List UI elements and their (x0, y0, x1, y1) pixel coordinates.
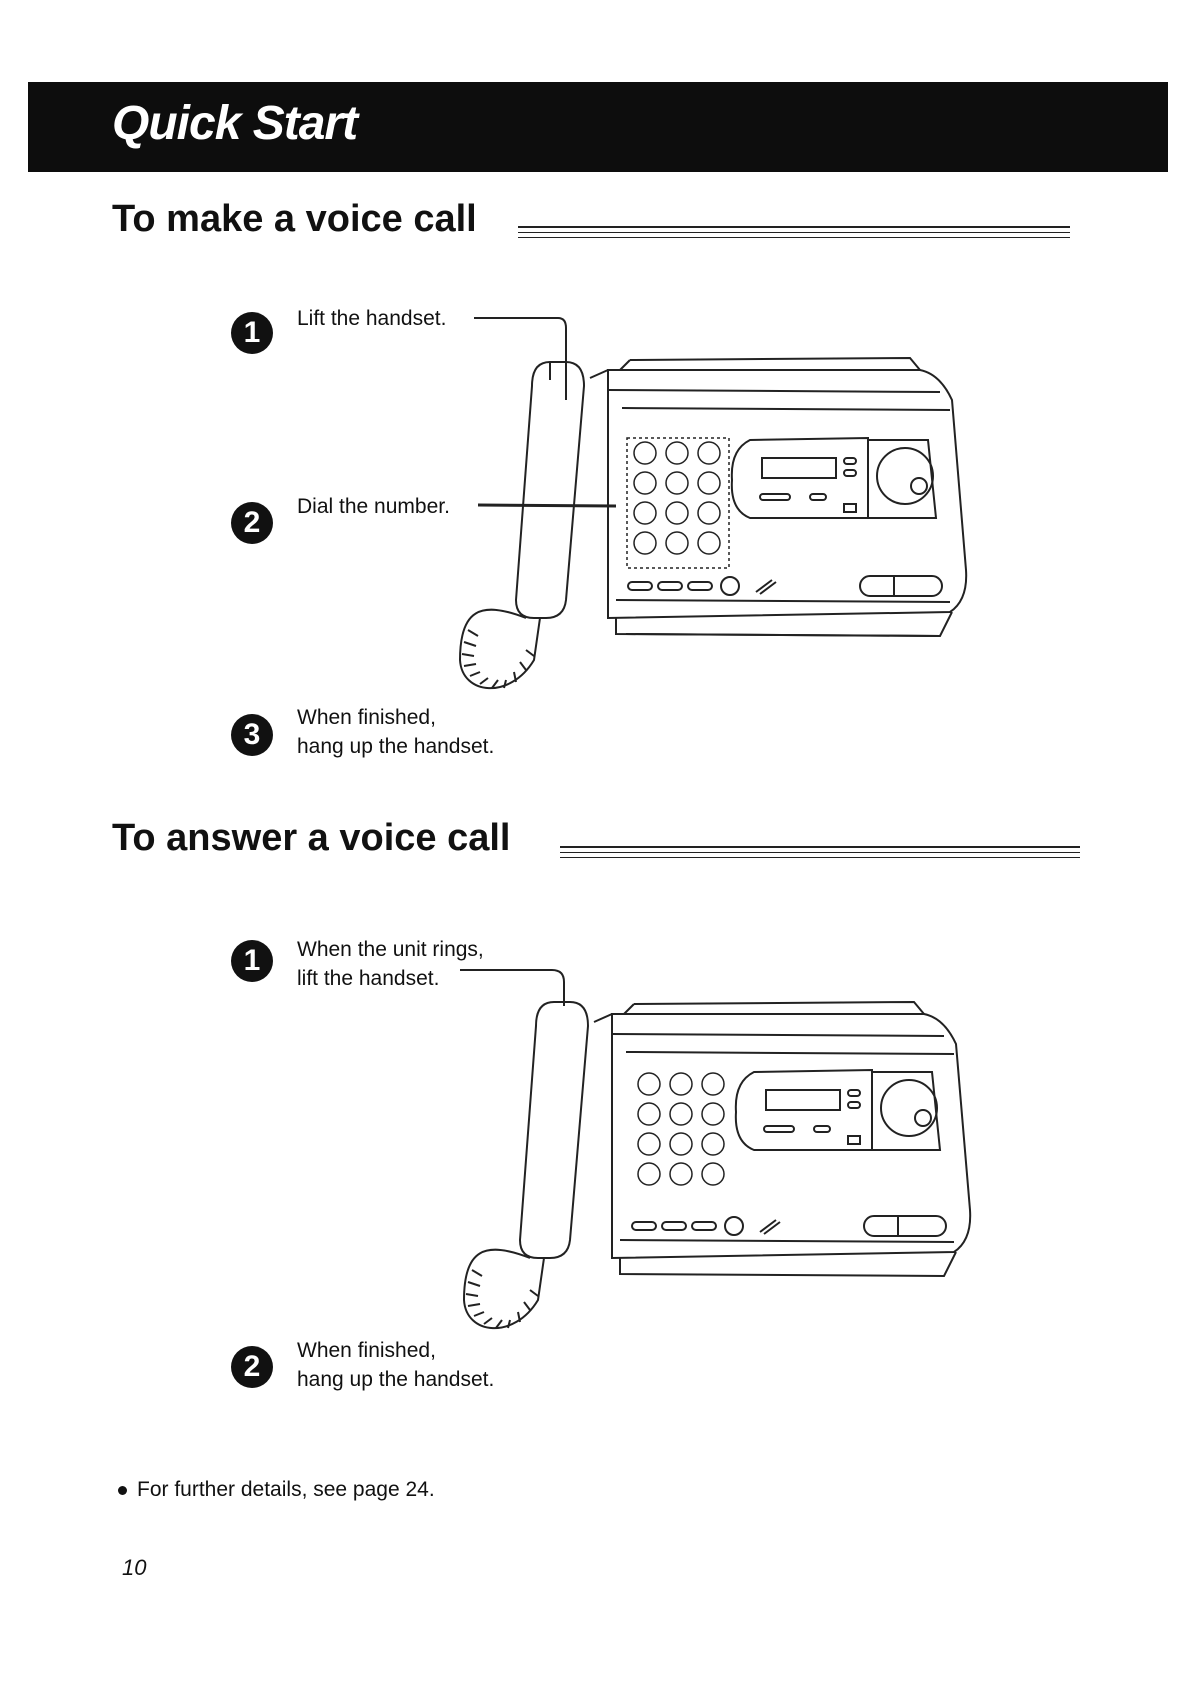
step-number-2: 2 (231, 502, 273, 544)
fax-machine-illustration (440, 960, 1000, 1340)
fax-machine-illustration (440, 300, 1000, 700)
heading-rule (560, 852, 1080, 853)
step-text: When finished, hang up the handset. (297, 703, 494, 761)
page-number: 10 (122, 1555, 146, 1581)
heading-rule (518, 237, 1070, 238)
step-text: Dial the number. (297, 492, 450, 521)
step-number-3: 3 (231, 714, 273, 756)
step-text: Lift the handset. (297, 304, 446, 333)
leader-line (478, 505, 616, 506)
banner-title: Quick Start (112, 96, 357, 151)
heading-rule (560, 846, 1080, 848)
further-details-note: For further details, see page 24. (118, 1478, 435, 1502)
step-number-1: 1 (231, 940, 273, 982)
heading-rule (518, 226, 1070, 228)
step-number-1: 1 (231, 312, 273, 354)
bullet-icon (118, 1486, 127, 1495)
section-heading-answer-call: To answer a voice call (112, 817, 510, 860)
heading-rule (518, 232, 1070, 233)
step-text: When finished, hang up the handset. (297, 1336, 494, 1394)
leader-line (474, 318, 566, 400)
heading-rule (560, 857, 1080, 858)
quick-start-banner: Quick Start (28, 82, 1168, 172)
leader-line (460, 970, 564, 1006)
step-number-2: 2 (231, 1346, 273, 1388)
section-heading-make-call: To make a voice call (112, 198, 477, 241)
